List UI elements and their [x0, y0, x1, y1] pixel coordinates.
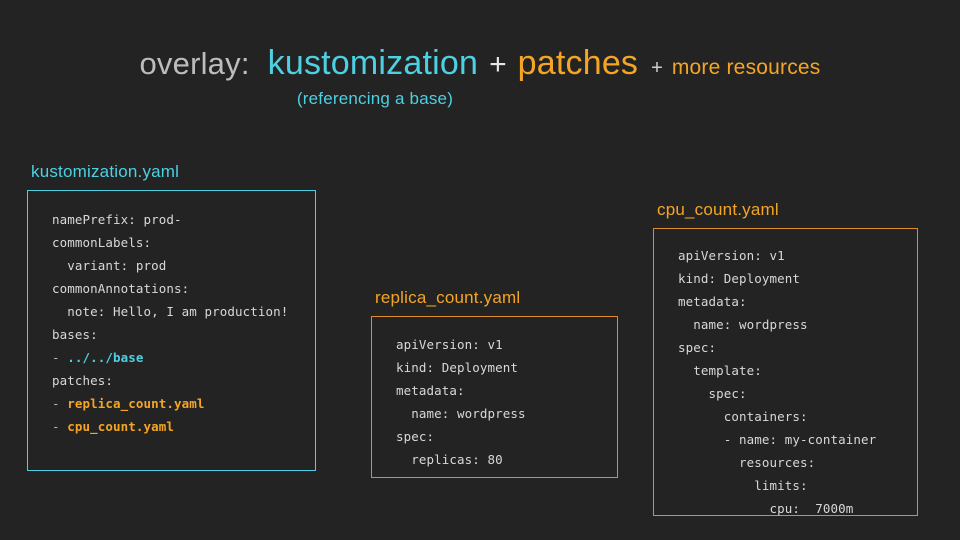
code-line: kind: Deployment: [678, 271, 801, 286]
code-card-kustomization: kustomization.yaml namePrefix: prod-comm…: [27, 162, 316, 471]
code-line: containers:: [678, 409, 808, 424]
code-line: cpu: 7000m: [678, 501, 854, 516]
code-line: replicas: 80: [396, 452, 503, 467]
code-card-frame: namePrefix: prod-commonLabels: variant: …: [27, 190, 316, 471]
heading-term-kustomization: kustomization: [267, 44, 479, 82]
code-line: - cpu_count.yaml: [52, 415, 301, 438]
code-line: patches:: [52, 373, 114, 388]
code-line: apiVersion: v1: [678, 248, 785, 263]
code-line: apiVersion: v1: [396, 337, 503, 352]
code-list-dash: -: [52, 396, 68, 411]
code-card-replica-count: replica_count.yaml apiVersion: v1 kind: D…: [371, 288, 618, 478]
code-line: kind: Deployment: [396, 360, 519, 375]
code-line: note: Hello, I am production!: [52, 304, 289, 319]
slide-heading: overlay: kustomization + patches + more resou…: [0, 46, 960, 80]
code-card-title: kustomization.yaml: [31, 162, 180, 181]
code-line: commonLabels:: [52, 235, 152, 250]
code-line: spec:: [678, 386, 747, 401]
code-block-kustomization: namePrefix: prod-commonLabels: variant: …: [28, 191, 315, 452]
slide-subtitle-text: (referencing a base): [296, 89, 454, 108]
code-line: - name: my-container: [678, 432, 877, 447]
code-line: namePrefix: prod-: [52, 212, 182, 227]
heading-plus-second: +: [651, 57, 663, 79]
code-line: resources:: [678, 455, 816, 470]
code-line: template:: [678, 363, 762, 378]
code-list-dash: -: [52, 419, 68, 434]
code-line: name: wordpress: [678, 317, 808, 332]
slide-subtitle: (referencing a base): [0, 89, 960, 109]
heading-tail-label: more resources: [671, 56, 821, 79]
heading-overlay-label: overlay:: [139, 46, 250, 81]
code-card-title: replica_count.yaml: [375, 288, 521, 307]
code-line: metadata:: [678, 294, 747, 309]
code-line: metadata:: [396, 383, 465, 398]
code-line: variant: prod: [52, 258, 167, 273]
code-line: name: wordpress: [396, 406, 526, 421]
heading-term-patches: patches: [517, 44, 639, 82]
code-reference: replica_count.yaml: [67, 396, 205, 411]
code-card-cpu-count: cpu_count.yaml apiVersion: v1 kind: Deplo…: [653, 200, 918, 516]
code-line: limits:: [678, 478, 808, 493]
code-reference: cpu_count.yaml: [67, 419, 175, 434]
code-line: - replica_count.yaml: [52, 392, 301, 415]
code-list-dash: -: [52, 350, 68, 365]
code-line: spec:: [396, 429, 435, 444]
code-reference: ../../base: [67, 350, 144, 365]
code-card-title: cpu_count.yaml: [657, 200, 779, 219]
code-line: spec:: [678, 340, 717, 355]
code-line: - ../../base: [52, 346, 301, 369]
heading-plus-first: +: [489, 48, 507, 81]
code-line: commonAnnotations:: [52, 281, 190, 296]
code-line: bases:: [52, 327, 98, 342]
